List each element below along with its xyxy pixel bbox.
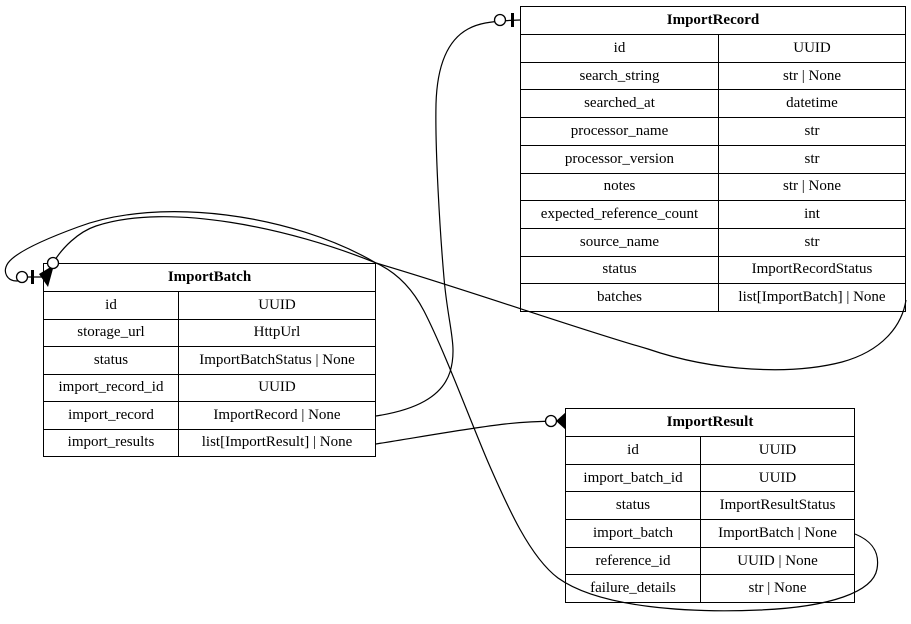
field-name: status bbox=[566, 492, 701, 520]
entity-title-importrecord: ImportRecord bbox=[521, 7, 905, 35]
field-type: ImportBatch | None bbox=[718, 524, 837, 541]
field-type: str bbox=[804, 122, 820, 139]
edge-importbatch-import-record-to-importrecord bbox=[375, 13, 521, 417]
field-name: storage_url bbox=[44, 319, 179, 346]
field-row-id: id UUID bbox=[44, 292, 375, 319]
field-name: id bbox=[566, 437, 701, 464]
field-row-search_string: search_string str | None bbox=[521, 61, 905, 90]
field-type: UUID bbox=[258, 379, 296, 396]
field-row-storage_url: storage_url HttpUrl bbox=[44, 318, 375, 346]
field-type: ImportResultStatus bbox=[719, 497, 836, 514]
field-type: str | None bbox=[783, 178, 841, 195]
field-row-import_record_id: import_record_id UUID bbox=[44, 373, 375, 401]
field-row-status: status ImportRecordStatus bbox=[521, 255, 905, 284]
edge-line bbox=[375, 19, 521, 417]
field-row-import_batch: import_batch ImportBatch | None bbox=[566, 519, 854, 547]
field-name: import_results bbox=[44, 429, 179, 456]
zero-circle-icon bbox=[493, 13, 507, 27]
field-type: ImportRecordStatus bbox=[751, 261, 873, 278]
field-name: import_record_id bbox=[44, 374, 179, 401]
zero-circle-icon bbox=[544, 414, 558, 428]
field-name: batches bbox=[521, 284, 719, 312]
field-row-notes: notes str | None bbox=[521, 172, 905, 201]
field-name: failure_details bbox=[566, 575, 701, 603]
field-type: UUID bbox=[758, 469, 797, 486]
field-row-expected_reference_count: expected_reference_count int bbox=[521, 200, 905, 228]
field-row-searched_at: searched_at datetime bbox=[521, 89, 905, 118]
edge-line bbox=[375, 420, 558, 445]
field-row-source_name: source_name str bbox=[521, 227, 905, 256]
field-name: status bbox=[521, 256, 719, 284]
field-name: reference_id bbox=[566, 547, 701, 575]
entity-title-importresult: ImportResult bbox=[566, 409, 854, 437]
field-row-id: id UUID bbox=[566, 437, 854, 464]
field-type: ImportRecord | None bbox=[213, 406, 341, 423]
field-name: id bbox=[44, 292, 179, 319]
field-name: status bbox=[44, 347, 179, 374]
field-type: str | None bbox=[748, 580, 807, 597]
field-row-status: status ImportBatchStatus | None bbox=[44, 346, 375, 374]
field-row-import_record: import_record ImportRecord | None bbox=[44, 401, 375, 429]
field-name: processor_version bbox=[521, 145, 719, 173]
field-type: str bbox=[804, 233, 820, 250]
field-name: id bbox=[521, 35, 719, 62]
field-name: search_string bbox=[521, 62, 719, 90]
field-type: str bbox=[804, 150, 820, 167]
field-type: UUID bbox=[758, 441, 797, 458]
field-type: int bbox=[804, 206, 820, 223]
field-type: UUID bbox=[258, 296, 296, 313]
edge-importbatch-import-results-to-importresult bbox=[375, 412, 566, 445]
field-type: HttpUrl bbox=[253, 324, 301, 341]
field-type: list[ImportResult] | None bbox=[201, 434, 353, 451]
field-name: notes bbox=[521, 173, 719, 201]
zero-circle-icon bbox=[15, 270, 29, 284]
field-row-processor_name: processor_name str bbox=[521, 117, 905, 145]
field-name: import_batch_id bbox=[566, 464, 701, 492]
field-type: list[ImportBatch] | None bbox=[738, 289, 886, 306]
field-row-status: status ImportResultStatus bbox=[566, 491, 854, 520]
field-type: UUID bbox=[793, 39, 831, 56]
field-type: UUID | None bbox=[737, 552, 818, 569]
field-name: searched_at bbox=[521, 90, 719, 118]
field-type: ImportBatchStatus | None bbox=[199, 351, 355, 368]
field-name: expected_reference_count bbox=[521, 201, 719, 228]
field-row-import_batch_id: import_batch_id UUID bbox=[566, 463, 854, 492]
field-row-id: id UUID bbox=[521, 35, 905, 62]
field-name: import_record bbox=[44, 402, 179, 429]
field-name: import_batch bbox=[566, 520, 701, 547]
entity-title-importbatch: ImportBatch bbox=[44, 264, 375, 292]
field-row-import_results: import_results list[ImportResult] | None bbox=[44, 428, 375, 456]
field-row-reference_id: reference_id UUID | None bbox=[566, 546, 854, 575]
field-row-processor_version: processor_version str bbox=[521, 144, 905, 173]
field-row-batches: batches list[ImportBatch] | None bbox=[521, 283, 905, 312]
field-row-failure_details: failure_details str | None bbox=[566, 574, 854, 603]
field-type: str | None bbox=[783, 67, 841, 84]
field-name: processor_name bbox=[521, 118, 719, 145]
field-name: source_name bbox=[521, 228, 719, 256]
field-type: datetime bbox=[786, 95, 838, 112]
